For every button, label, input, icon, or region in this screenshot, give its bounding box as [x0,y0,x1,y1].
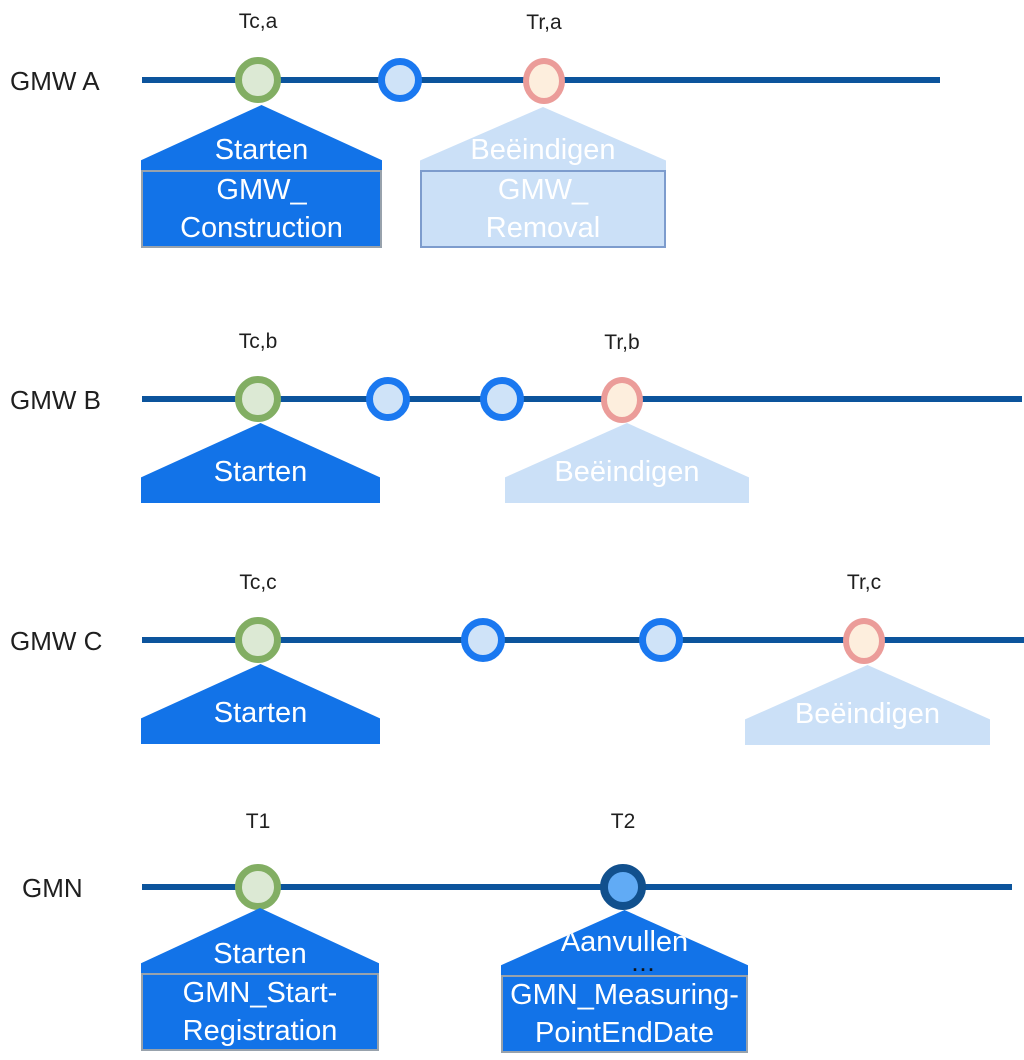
callout-roof: Beëindigen [505,423,749,503]
callout-starten-c: Starten [141,664,380,744]
callout-roof: Beëindigen [745,665,990,745]
time-label-tc-b: Tc,b [238,330,278,353]
callout-box: GMN_Measuring- PointEndDate [501,975,748,1053]
ellipsis-dots: ... [632,955,657,975]
event-start-marker [235,864,281,910]
time-label-tr-b: Tr,b [604,331,640,354]
row-label-gmw-a: GMW A [10,66,100,96]
callout-roof: Starten [141,664,380,744]
callout-box-line: PointEndDate [535,1017,714,1049]
timeline-line [142,396,1022,402]
row-label-gmw-b: GMW B [10,385,101,415]
callout-roof: Starten [141,908,379,973]
event-removal-marker [601,377,643,423]
callout-gmn-start-registration: Starten GMN_Start- Registration [141,908,379,1051]
event-intermediate-marker [366,377,410,421]
event-start-marker [235,617,281,663]
callout-box-line: Removal [485,212,601,244]
callout-roof-label: Beëindigen [470,134,616,166]
callout-roof-label: Starten [213,697,308,729]
callout-box-line: GMW_ [497,174,589,206]
time-label-tr-c: Tr,c [846,571,882,594]
event-intermediate-marker [639,618,683,662]
callout-beeindigen-c: Beëindigen [745,665,990,745]
callout-box-line: Construction [180,212,343,244]
callout-starten-b: Starten [141,423,380,503]
timeline-line [142,884,1012,890]
callout-beeindigen-b: Beëindigen [505,423,749,503]
callout-roof: Starten [141,423,380,503]
event-intermediate-marker [378,58,422,102]
callout-box-line: GMN_Start- [182,977,338,1009]
time-label-t2: T2 [610,810,636,833]
time-label-tc-c: Tc,c [239,571,277,594]
time-label-tc-a: Tc,a [238,10,278,33]
row-label-gmw-c: GMW C [10,626,103,656]
callout-roof-label: Starten [213,938,307,970]
event-removal-marker [843,618,885,664]
callout-roof-label: Starten [214,134,309,166]
callout-box-line: Registration [182,1015,338,1047]
callout-roof-label: Beëindigen [554,456,700,488]
callout-gmw-construction: Starten GMW_ Construction [141,105,382,248]
event-intermediate-marker [480,377,524,421]
callout-roof: Starten [141,105,382,170]
event-start-marker [235,376,281,422]
event-removal-marker [523,58,565,104]
callout-roof-label: Aanvullen [560,926,689,958]
callout-box-line: GMN_Measuring- [510,979,739,1011]
row-label-gmn: GMN [22,873,83,903]
time-label-tr-a: Tr,a [526,11,562,34]
callout-roof-label: Beëindigen [794,698,941,730]
event-supplement-marker [600,864,646,910]
event-start-marker [235,57,281,103]
callout-roof-label: Starten [213,456,308,488]
callout-roof: Beëindigen [420,107,666,170]
callout-box: GMN_Start- Registration [141,973,379,1051]
callout-roof: Aanvullen ... [501,910,748,975]
event-intermediate-marker [461,618,505,662]
callout-box-line: GMW_ [216,174,307,206]
time-label-t1: T1 [245,810,271,833]
callout-box: GMW_ Construction [141,170,382,248]
callout-gmw-removal: Beëindigen GMW_ Removal [420,107,666,248]
callout-gmn-measuringpoint-enddate: Aanvullen ... GMN_Measuring- PointEndDat… [501,910,748,1053]
callout-box: GMW_ Removal [420,170,666,248]
timeline-line [142,637,1024,643]
